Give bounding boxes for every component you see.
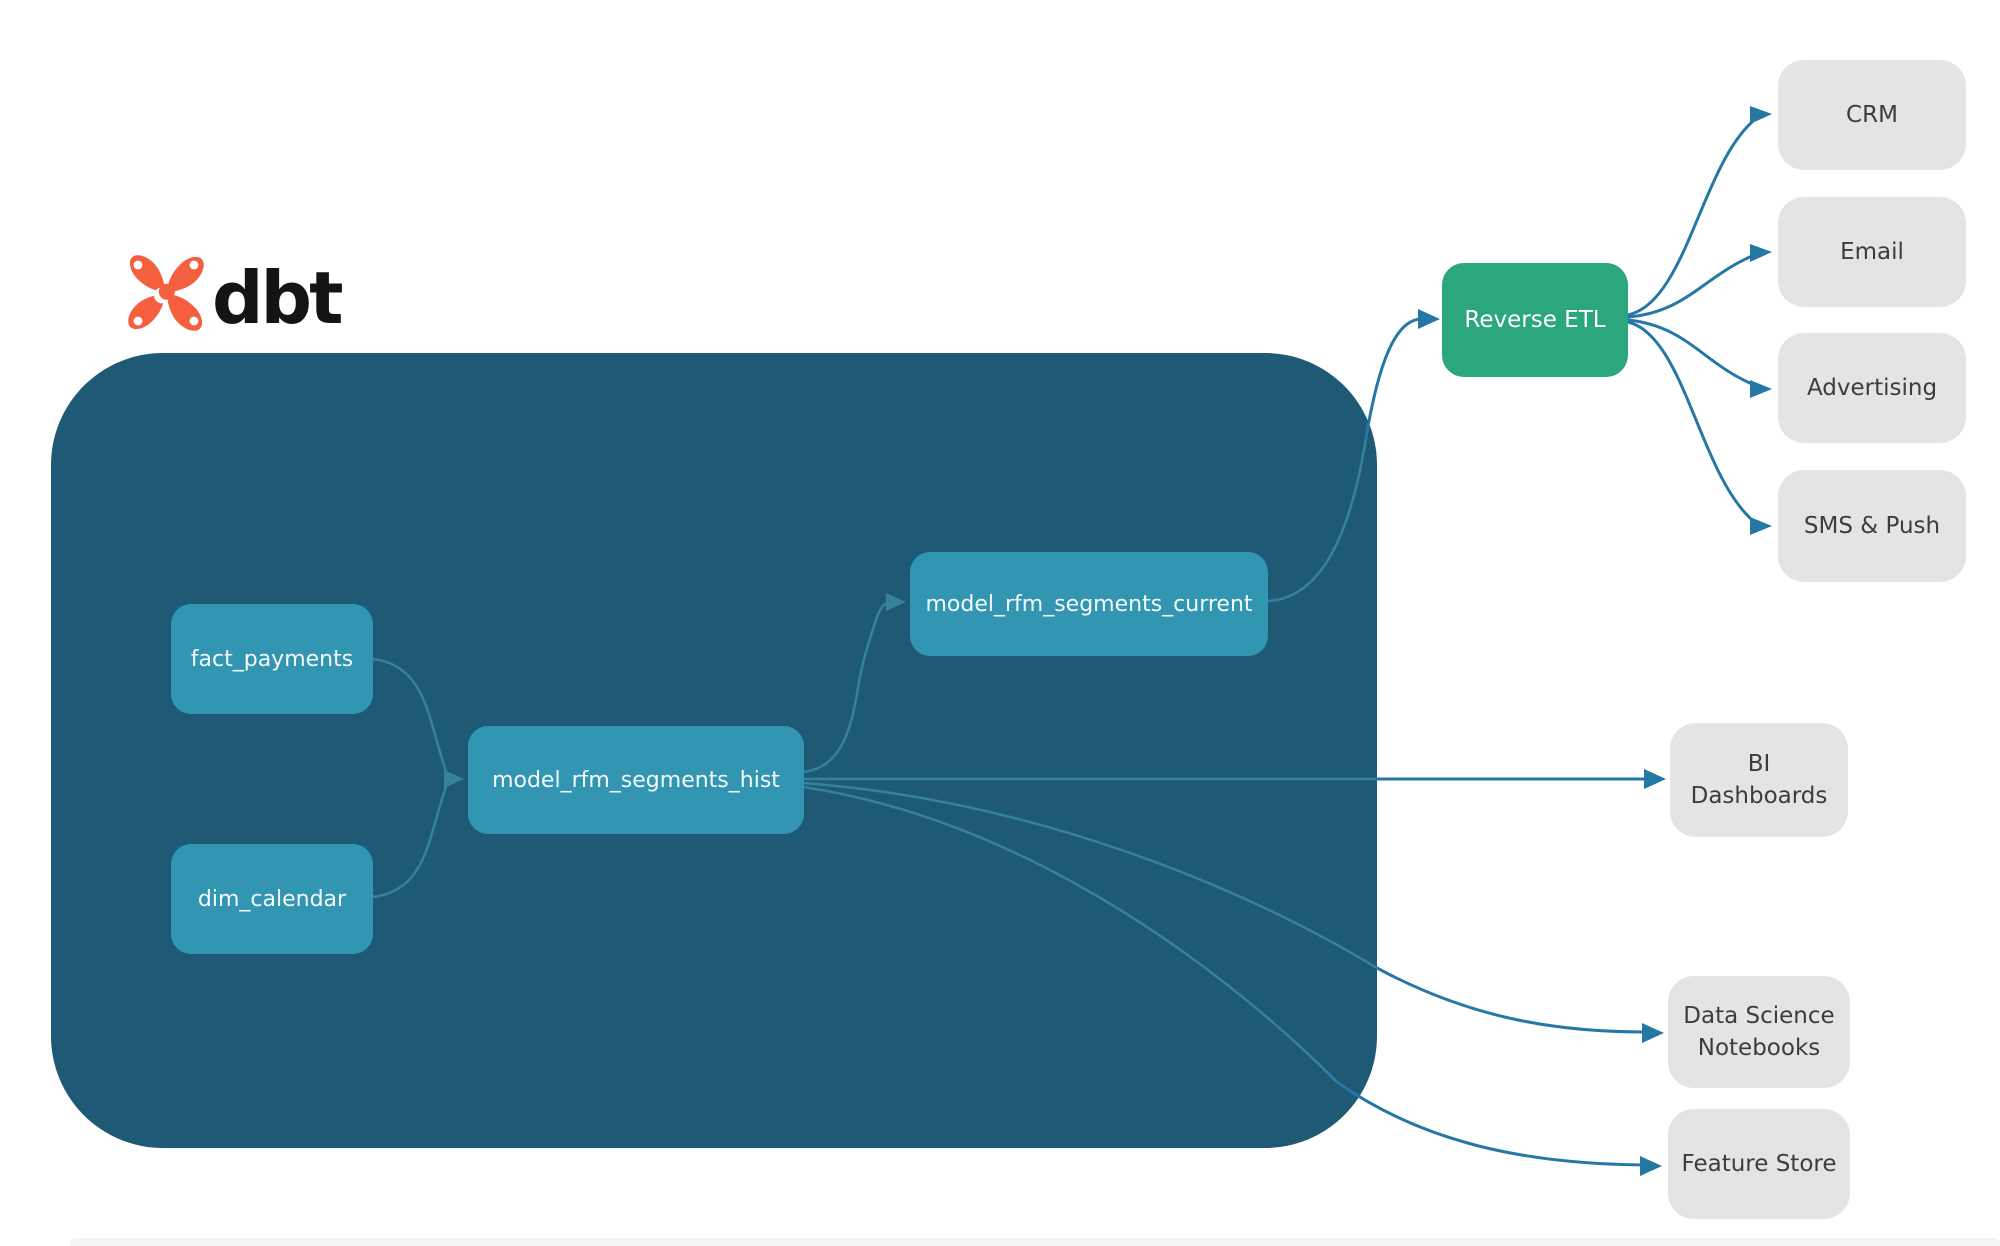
node-fact-payments: fact_payments xyxy=(171,604,373,714)
edge-reverse-etl-to-sms-push xyxy=(1626,320,1772,535)
node-feature-store: Feature Store xyxy=(1668,1109,1850,1219)
dbt-wordmark: dbt xyxy=(212,256,343,340)
node-data-science-notebooks: Data Science Notebooks xyxy=(1668,976,1850,1088)
edge-reverse-etl-to-advertising xyxy=(1626,318,1772,398)
edge-reverse-etl-to-crm xyxy=(1626,106,1772,317)
node-advertising: Advertising xyxy=(1778,333,1966,443)
node-dim-calendar: dim_calendar xyxy=(171,844,373,954)
node-sms-push: SMS & Push xyxy=(1778,470,1966,582)
node-email: Email xyxy=(1778,197,1966,307)
node-reverse-etl: Reverse ETL xyxy=(1442,263,1628,377)
node-model-rfm-segments-current: model_rfm_segments_current xyxy=(910,552,1268,656)
edge-reverse-etl-to-email xyxy=(1626,244,1772,319)
bottom-page-edge xyxy=(70,1238,2000,1246)
dbt-logo-icon xyxy=(128,255,204,331)
node-model-rfm-segments-hist: model_rfm_segments_hist xyxy=(468,726,804,834)
node-crm: CRM xyxy=(1778,60,1966,170)
node-bi-dashboards: BI Dashboards xyxy=(1670,723,1848,837)
